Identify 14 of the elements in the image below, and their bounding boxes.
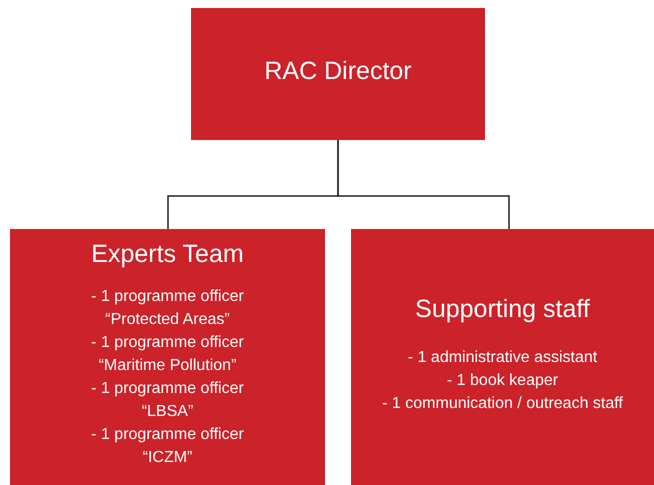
staff-item: - 1 book keaper <box>446 371 560 391</box>
org-box <box>191 8 485 140</box>
org-box <box>10 229 325 485</box>
staff-item: - 1 programme officer “Maritime Pollution” <box>90 333 245 376</box>
box-title: RAC Director <box>264 56 412 86</box>
staff-item: - 1 programme officer “ICZM” <box>90 425 245 468</box>
org-box <box>351 229 654 485</box>
staff-item: - 1 administrative assistant <box>406 348 598 368</box>
connector-line <box>337 140 510 229</box>
box-title: Supporting staff <box>415 294 590 324</box>
staff-item: - 1 programme officer “LBSA” <box>90 379 245 422</box>
staff-item: - 1 communication / outreach staff <box>381 394 624 414</box>
box-title: Experts Team <box>91 239 244 269</box>
staff-item: - 1 programme officer “Protected Areas” <box>90 287 245 330</box>
